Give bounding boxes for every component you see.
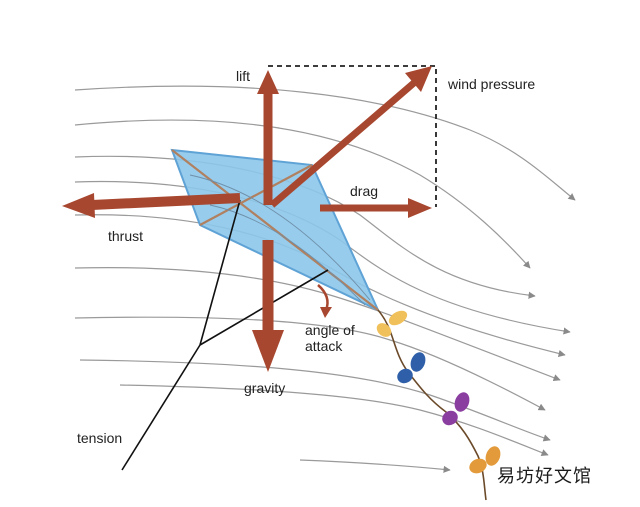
- thrust-label: thrust: [108, 228, 144, 244]
- thrust-arrow-shaft: [91, 193, 241, 210]
- gravity-label: gravity: [244, 380, 286, 396]
- force-arrows: [62, 66, 432, 372]
- kite-airflow-over: [209, 204, 366, 306]
- angle-of-attack-indicator: [317, 284, 332, 318]
- airflow-line: [79, 359, 551, 442]
- kite-spar-spine: [171, 149, 379, 311]
- kite-spar-cross: [199, 164, 313, 226]
- angle-of-attack-label-line1: angle of: [305, 322, 355, 338]
- drag-arrow-head: [408, 198, 432, 218]
- bridle-line-upper: [199, 199, 241, 346]
- angle-of-attack-label-line2: attack: [305, 338, 343, 355]
- thrust-arrow-head: [62, 193, 95, 218]
- airflow-line: [74, 119, 531, 269]
- airflow-line: [74, 85, 576, 201]
- watermark: 易坊好文馆: [497, 466, 592, 487]
- lift-arrow-head: [257, 70, 279, 94]
- drag-label: drag: [350, 183, 379, 199]
- airflow-line: [299, 459, 451, 473]
- wind-pressure-label: wind pressure: [448, 76, 536, 92]
- kite-tail: [376, 309, 501, 501]
- lift-label: lift: [236, 68, 250, 84]
- resultant-dashed-box: [268, 65, 437, 207]
- tail-bow-blue: [397, 352, 426, 384]
- airflow-line: [74, 316, 546, 411]
- kite: [170, 148, 381, 313]
- wind-pressure-arrow-shaft: [269, 79, 418, 208]
- airflow-line: [119, 384, 549, 456]
- tension-label: tension: [77, 430, 123, 446]
- wind-pressure-arrow-head: [405, 66, 432, 92]
- airflow-line: [74, 267, 561, 382]
- tail-bow-purple: [442, 392, 470, 426]
- kite-airflow-over: [189, 174, 371, 301]
- gravity-arrow-head: [252, 330, 284, 372]
- angle-of-attack-label: angle of attack: [305, 322, 355, 354]
- tail-bow-yellow: [376, 310, 408, 337]
- tension-line: [121, 344, 201, 471]
- tail-bow-orange: [469, 446, 501, 474]
